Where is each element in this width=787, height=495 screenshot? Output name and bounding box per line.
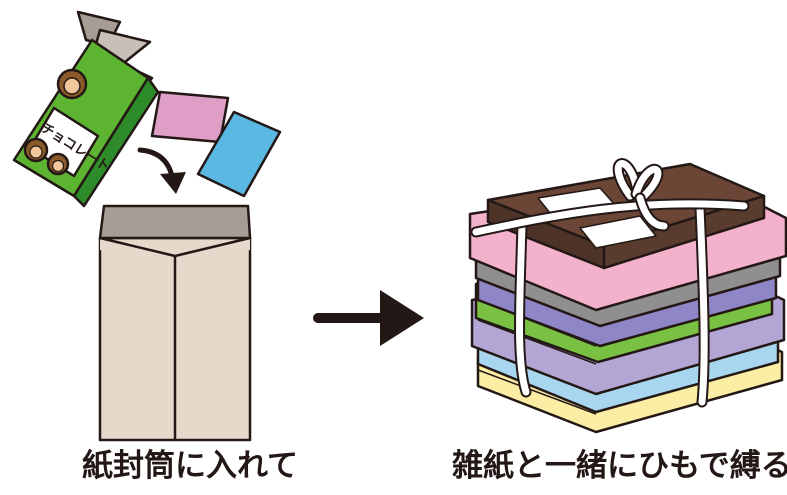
chocolate-package-icon xyxy=(12,10,160,208)
curved-arrow-icon xyxy=(137,147,175,179)
curved-arrow-head-icon xyxy=(160,172,186,194)
string-icon xyxy=(470,158,750,408)
caption-right: 雑紙と一緒にひもで縛る xyxy=(452,448,787,484)
right-arrow-icon xyxy=(313,290,424,346)
blue-paper-card-icon xyxy=(196,110,282,198)
caption-left: 紙封筒に入れて xyxy=(81,448,299,484)
paper-envelope-icon xyxy=(98,204,252,442)
pink-paper-card-icon xyxy=(150,90,230,144)
